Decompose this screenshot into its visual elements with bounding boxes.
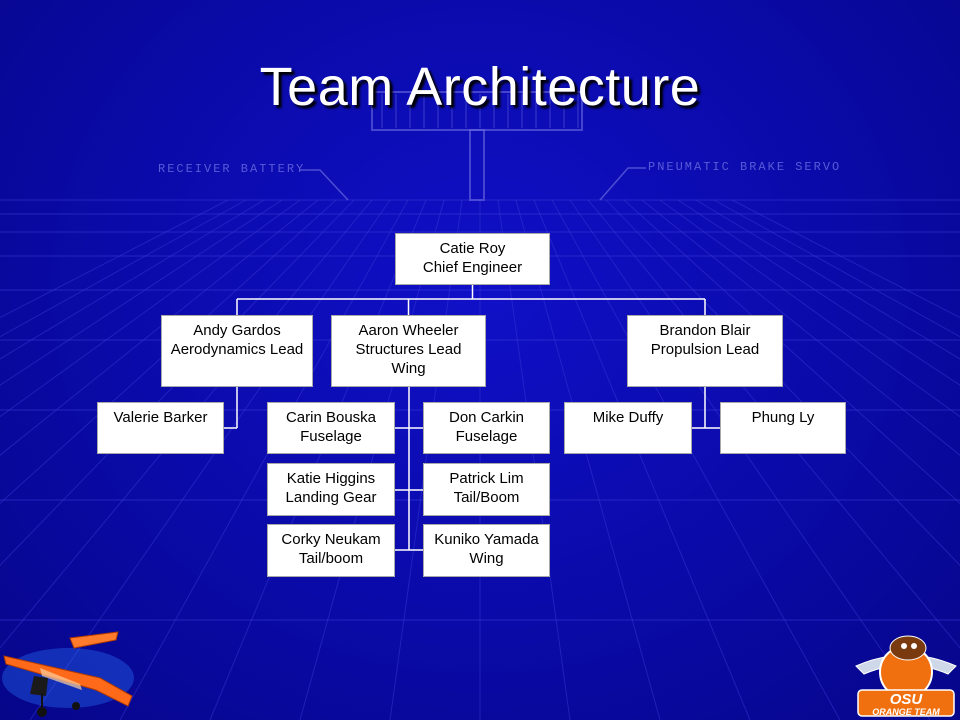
org-node-name: Mike Duffy <box>592 409 664 426</box>
airplane-icon <box>2 631 134 717</box>
org-node-valerie: Valerie Barker <box>97 402 224 454</box>
org-node-name: Carin Bouska <box>285 409 377 426</box>
org-node-mike: Mike Duffy <box>564 402 692 454</box>
org-node-role: Wing <box>469 550 504 567</box>
org-node-role: Chief Engineer <box>422 259 523 276</box>
beaver-mascot-icon <box>855 635 957 717</box>
org-node-name: Kuniko Yamada <box>434 531 539 548</box>
org-node-name: Brandon Blair <box>659 322 751 339</box>
org-node-name: Patrick Lim <box>449 470 524 487</box>
org-node-name: Aaron Wheeler <box>358 322 459 339</box>
org-node-role: Propulsion Lead <box>650 341 760 358</box>
airplane-logo <box>2 631 134 717</box>
logo-text-osu: OSU <box>890 691 924 708</box>
background-label-receiver-battery: RECEIVER BATTERY <box>158 162 306 176</box>
org-node-role: Fuselage <box>300 428 362 445</box>
org-node-name: Andy Gardos <box>193 322 281 339</box>
org-node-role: Structures Lead <box>355 341 462 358</box>
org-node-name: Don Carkin <box>448 409 525 426</box>
background-label-pneumatic-brake-servo: PNEUMATIC BRAKE SERVO <box>648 160 842 174</box>
org-node-name: Corky Neukam <box>281 531 381 548</box>
osu-orange-team-logo: OSU ORANGE TEAM <box>855 635 957 717</box>
org-node-phung: Phung Ly <box>720 402 846 454</box>
org-node-extra: Wing <box>391 360 426 377</box>
org-node-role: Tail/boom <box>298 550 364 567</box>
org-node-role: Landing Gear <box>285 489 377 506</box>
org-node-role: Tail/Boom <box>453 489 520 506</box>
org-node-name: Phung Ly <box>751 409 815 426</box>
org-node-name: Katie Higgins <box>286 470 376 487</box>
org-node-name: Valerie Barker <box>113 409 208 426</box>
org-node-name: Catie Roy <box>439 240 506 257</box>
logo-text-orange-team: ORANGE TEAM <box>872 707 940 717</box>
org-node-role: Aerodynamics Lead <box>170 341 304 358</box>
slide-title: Team Architecture <box>259 57 701 117</box>
org-node-role: Fuselage <box>455 428 518 445</box>
